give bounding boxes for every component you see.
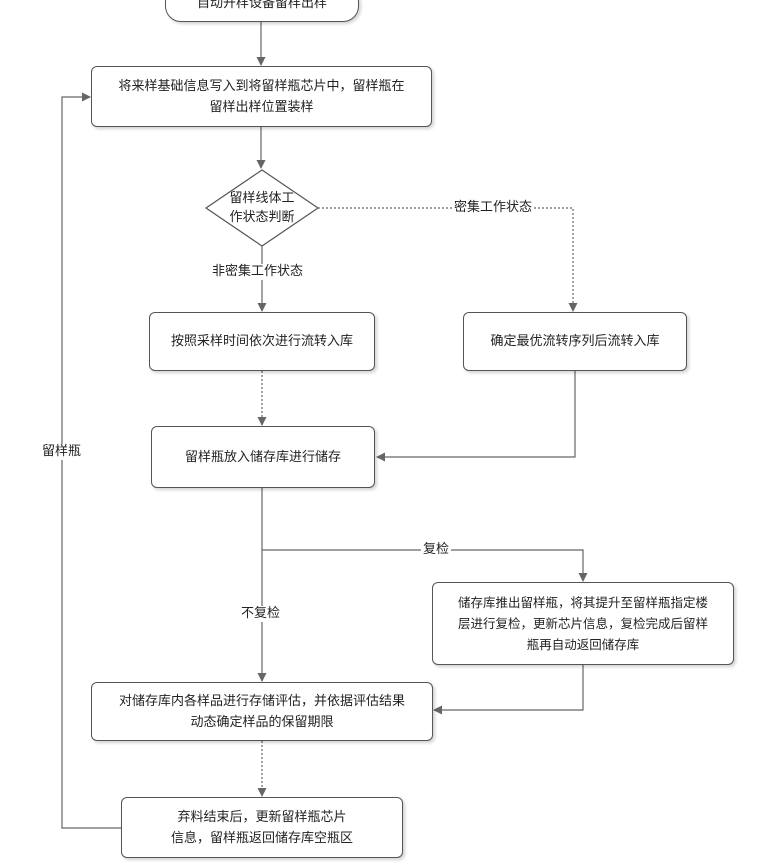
discard-label: 弃料结束后，更新留样瓶芯片 信息，留样瓶返回储存库空瓶区 (171, 807, 353, 849)
discard-node: 弃料结束后，更新留样瓶芯片 信息，留样瓶返回储存库空瓶区 (121, 797, 403, 858)
edge-label-dense: 密集工作状态 (452, 200, 534, 216)
edge-priority-to-store (377, 371, 575, 457)
evaluate-label: 对储存库内各样品进行存储评估，并依据评估结果 动态确定样品的保留期限 (119, 691, 405, 733)
priority-order-node: 确定最优流转序列后流转入库 (463, 312, 687, 371)
edge-dense (318, 208, 573, 311)
priority-order-label: 确定最优流转序列后流转入库 (490, 331, 659, 352)
edge-label-non-dense: 非密集工作状态 (210, 264, 305, 280)
time-order-label: 按照采样时间依次进行流转入库 (171, 331, 353, 352)
store-label: 留样瓶放入储存库进行储存 (185, 447, 341, 468)
write-info-label: 将来样基础信息写入到将留样瓶芯片中，留样瓶在 留样出样位置装样 (118, 76, 404, 118)
edge-label-no-recheck: 不复检 (239, 606, 282, 622)
start-node-label: 自动开样设备留样出样 (197, 0, 327, 13)
write-info-node: 将来样基础信息写入到将留样瓶芯片中，留样瓶在 留样出样位置装样 (91, 66, 432, 127)
start-node: 自动开样设备留样出样 (165, 0, 359, 22)
recheck-process-node: 储存库推出留样瓶，将其提升至留样瓶指定楼 层进行复检，更新芯片信息，复检完成后留… (432, 582, 734, 665)
store-node: 留样瓶放入储存库进行储存 (151, 426, 375, 488)
edge-label-bottle: 留样瓶 (40, 444, 83, 460)
edge-label-recheck: 复检 (421, 542, 451, 558)
evaluate-node: 对储存库内各样品进行存储评估，并依据评估结果 动态确定样品的保留期限 (91, 682, 433, 741)
time-order-node: 按照采样时间依次进行流转入库 (149, 312, 375, 371)
recheck-process-label: 储存库推出留样瓶，将其提升至留样瓶指定楼 层进行复检，更新芯片信息，复检完成后留… (458, 592, 708, 655)
decision-label: 留样线体工 作状态判断 (208, 187, 316, 229)
edge-recheck-return (434, 665, 583, 710)
